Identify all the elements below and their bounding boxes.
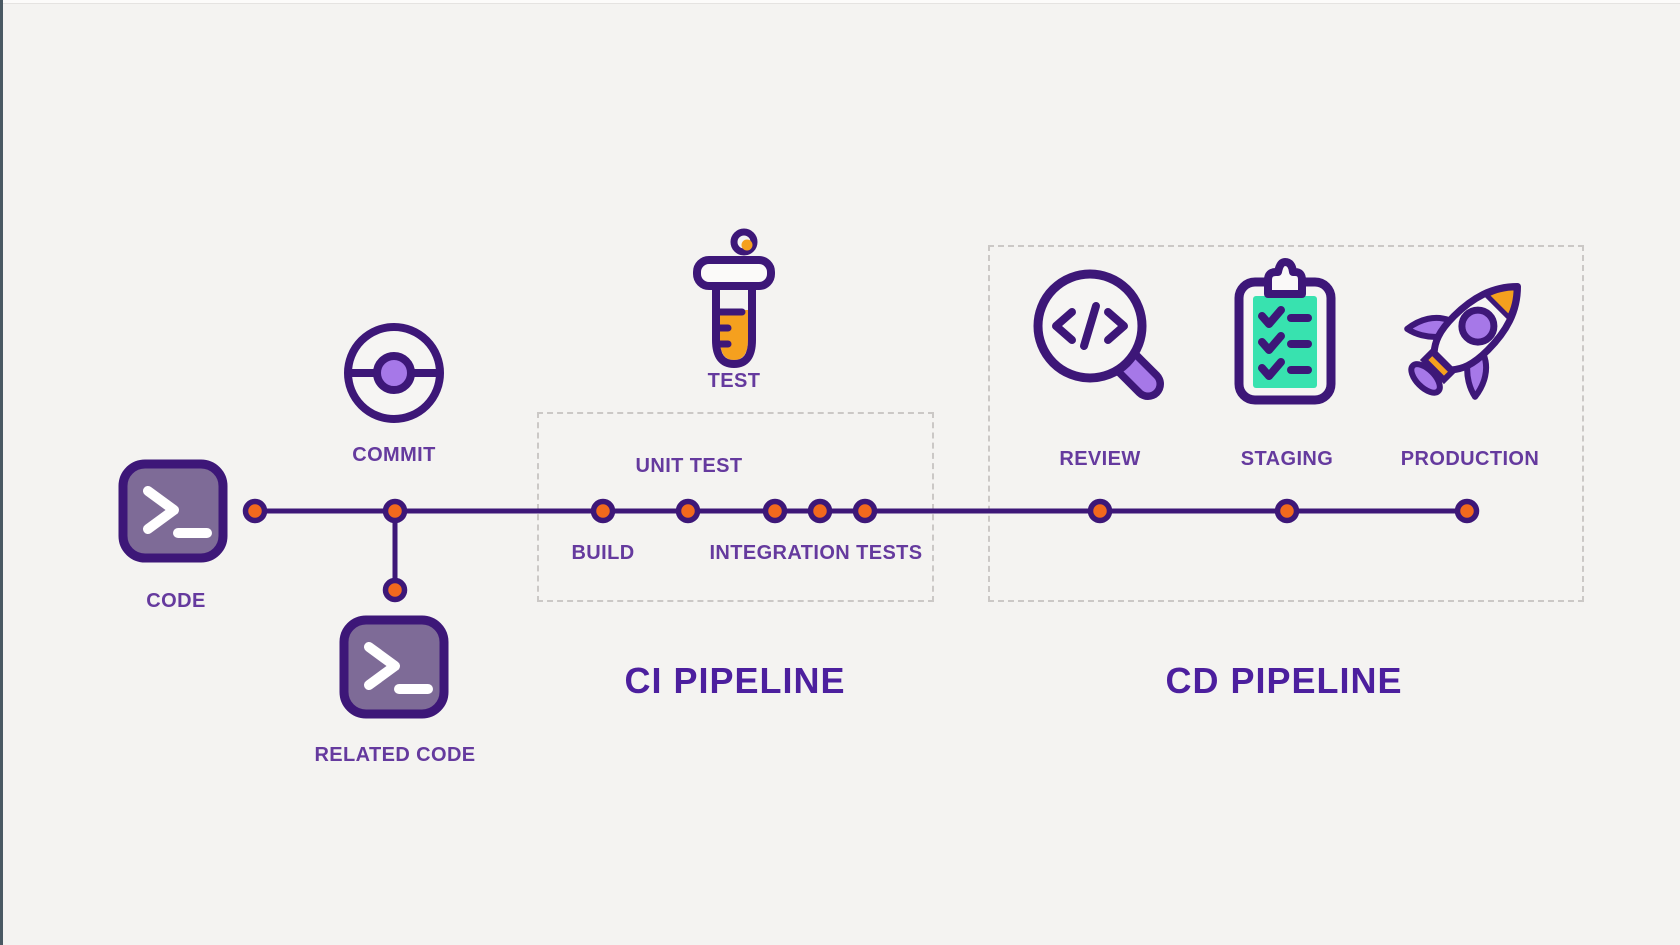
stage-label-related-code: RELATED CODE: [314, 744, 476, 766]
stage-label-build: BUILD: [571, 542, 635, 564]
stage-label-production: PRODUCTION: [1400, 448, 1540, 470]
top-edge-line: [0, 0, 1680, 4]
branch-dot-related-code: [382, 577, 408, 603]
stage-label-integration-tests: INTEGRATION TESTS: [709, 542, 923, 564]
terminal-icon: [117, 458, 229, 564]
ci-pipeline-box: [537, 412, 934, 602]
rocket-icon: [1390, 258, 1546, 414]
timeline-dot-integration-1: [762, 498, 788, 524]
stage-label-review: REVIEW: [1059, 448, 1141, 470]
stage-label-staging: STAGING: [1240, 448, 1334, 470]
stage-label-commit: COMMIT: [352, 444, 436, 466]
stage-label-unit-test: UNIT TEST: [635, 455, 743, 477]
timeline-dot-integration-3: [852, 498, 878, 524]
timeline-dot-build: [590, 498, 616, 524]
stage-label-test: TEST: [707, 370, 761, 392]
timeline-dot-integration-2: [807, 498, 833, 524]
timeline-dot-commit: [382, 498, 408, 524]
terminal-icon: [338, 614, 450, 720]
timeline-dot-staging: [1274, 498, 1300, 524]
timeline-dot-start: [242, 498, 268, 524]
timeline-dot-production: [1454, 498, 1480, 524]
stage-label-code: CODE: [146, 590, 206, 612]
cd-pipeline-title: CD PIPELINE: [1165, 660, 1403, 701]
timeline-dot-review: [1087, 498, 1113, 524]
timeline-dot-unit-test: [675, 498, 701, 524]
clipboard-checklist-icon: [1231, 258, 1339, 408]
test-tube-icon: [692, 228, 776, 374]
ci-pipeline-title: CI PIPELINE: [624, 660, 846, 701]
magnifier-code-icon: [1022, 258, 1168, 404]
commit-node-icon: [338, 317, 450, 429]
cd-pipeline-box: [988, 245, 1584, 602]
left-edge-line: [0, 0, 3, 945]
